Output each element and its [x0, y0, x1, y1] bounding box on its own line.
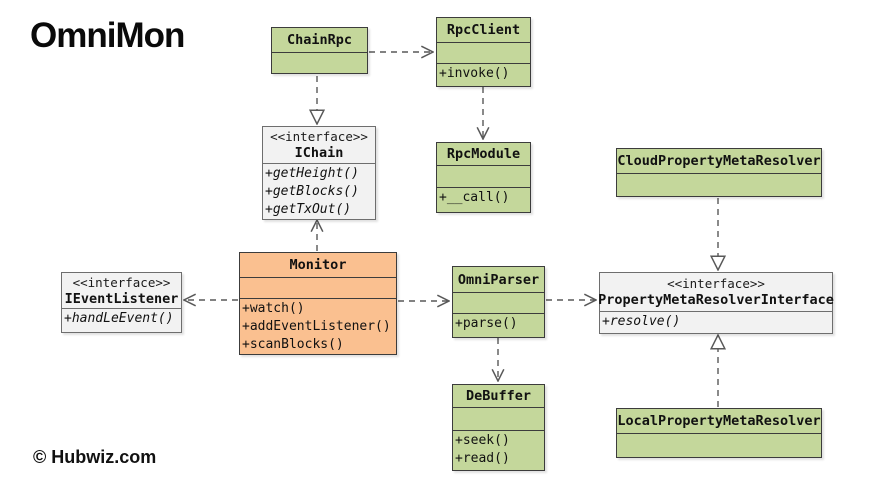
attributes-compartment	[453, 293, 544, 314]
class-name: DeBuffer	[453, 385, 544, 408]
method: +seek()	[455, 433, 510, 448]
methods-compartment: +getHeight() +getBlocks() +getTxOut()	[263, 164, 375, 219]
method: +parse()	[455, 316, 518, 331]
class-name: LocalPropertyMetaResolver	[617, 409, 821, 434]
attributes-compartment	[240, 278, 396, 299]
method: +read()	[455, 451, 510, 466]
attributes-compartment	[272, 53, 367, 73]
interface-header: <<interface>> IChain	[263, 127, 375, 164]
class-name: RpcClient	[437, 18, 530, 43]
methods-compartment: +watch() +addEventListener() +scanBlocks…	[240, 299, 396, 354]
methods-compartment: +seek() +read()	[453, 431, 544, 470]
class-name: OmniParser	[453, 267, 544, 293]
class-localpropertymetaresolver: LocalPropertyMetaResolver	[616, 408, 822, 458]
interface-name: PropertyMetaResolverInterface	[598, 292, 834, 308]
class-name: RpcModule	[437, 143, 530, 166]
method: +getBlocks()	[265, 184, 359, 199]
class-rpcmodule: RpcModule +__call()	[436, 142, 531, 213]
interface-ieventlistener: <<interface>> IEventListener +handLeEven…	[61, 272, 182, 333]
method: +invoke()	[439, 66, 510, 81]
methods-compartment: +invoke()	[437, 64, 530, 86]
class-omniparser: OmniParser +parse()	[452, 266, 545, 338]
diagram-title: OmniMon	[30, 16, 185, 55]
method: +scanBlocks()	[242, 337, 344, 352]
interface-name: IEventListener	[64, 290, 179, 307]
class-debuffer: DeBuffer +seek() +read()	[452, 384, 545, 471]
attributes-compartment	[617, 174, 821, 196]
attributes-compartment	[437, 166, 530, 188]
interface-name: IChain	[294, 145, 344, 161]
class-monitor: Monitor +watch() +addEventListener() +sc…	[239, 252, 397, 355]
class-chainrpc: ChainRpc	[271, 27, 368, 74]
interface-header: <<interface>> PropertyMetaResolverInterf…	[598, 273, 834, 312]
methods-compartment: +parse()	[453, 314, 544, 337]
methods-compartment: +resolve()	[600, 312, 832, 333]
method: +getHeight()	[265, 166, 359, 181]
stereotype-label: <<interface>>	[72, 274, 171, 290]
method: +__call()	[439, 190, 510, 205]
attributes-compartment	[617, 434, 821, 457]
methods-compartment: +__call()	[437, 188, 530, 212]
method: +getTxOut()	[265, 202, 352, 217]
stereotype-label: <<interface>>	[270, 129, 368, 144]
methods-compartment: +handLeEvent()	[62, 309, 181, 332]
class-cloudpropertymetaresolver: CloudPropertyMetaResolver	[616, 148, 822, 197]
stereotype-label: <<interface>>	[667, 276, 765, 291]
method: +watch()	[242, 301, 305, 316]
class-name: Monitor	[240, 253, 396, 278]
interface-header: <<interface>> IEventListener	[62, 273, 181, 309]
attributes-compartment	[453, 408, 544, 431]
interface-propertymetaresolverinterface: <<interface>> PropertyMetaResolverInterf…	[598, 272, 834, 334]
method: +handLeEvent()	[64, 311, 174, 326]
class-name: CloudPropertyMetaResolver	[617, 149, 821, 174]
interface-ichain: <<interface>> IChain +getHeight() +getBl…	[262, 126, 376, 220]
class-rpcclient: RpcClient +invoke()	[436, 17, 531, 87]
method: +resolve()	[602, 314, 681, 329]
copyright-text: © Hubwiz.com	[33, 447, 157, 467]
method: +addEventListener()	[242, 319, 391, 334]
class-name: ChainRpc	[272, 28, 367, 53]
attributes-compartment	[437, 43, 530, 64]
